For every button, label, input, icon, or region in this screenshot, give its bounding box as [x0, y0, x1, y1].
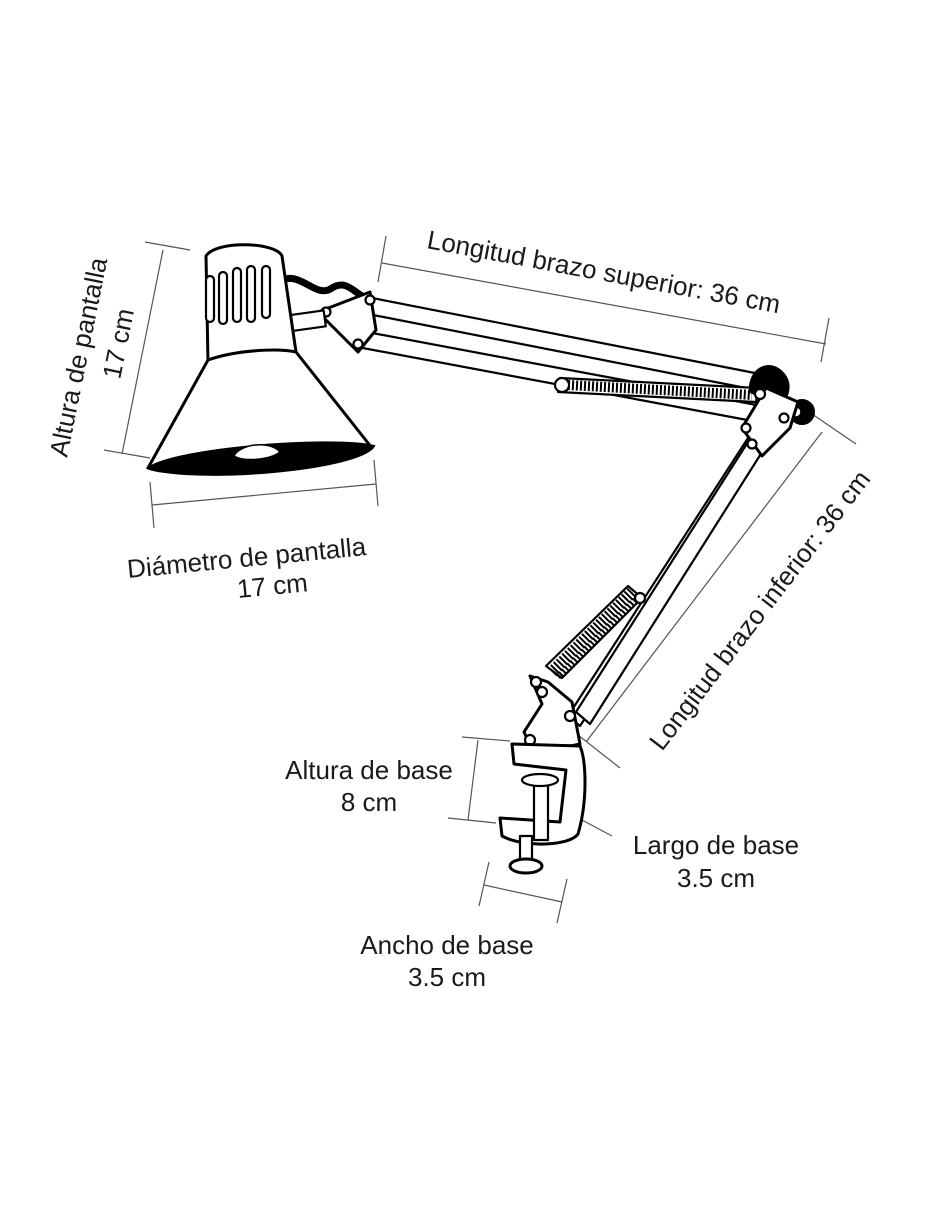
base-width-title: Ancho de base [360, 930, 533, 960]
shade-height-value: 17 cm [96, 306, 140, 381]
dimension-lines [103, 235, 857, 924]
lamp-illustration [145, 243, 815, 875]
base-width-dimension-line [483, 884, 563, 903]
base-height-dimension-line [467, 739, 479, 821]
shoulder-bracket [316, 290, 378, 354]
shade-diameter-value: 17 cm [236, 567, 309, 604]
base-height-title: Altura de base [285, 755, 453, 785]
upper-arm-length-label: Longitud brazo superior: 36 cm [425, 224, 783, 319]
base-clamp [498, 742, 587, 846]
shade-height-dimension-line [121, 249, 164, 455]
base-width-value: 3.5 cm [408, 962, 486, 992]
cable [274, 274, 366, 300]
clamp-screw-foot [508, 857, 544, 875]
upper-arm-dimension-line [381, 262, 827, 345]
lower-arm-spring [544, 584, 647, 680]
clamp-screw [532, 776, 550, 842]
shade-vents [204, 264, 272, 326]
bulb [233, 444, 282, 461]
lower-arm-front-bar [574, 418, 778, 726]
shade-diameter-dimension-line [151, 483, 377, 506]
labels: Longitud brazo superior: 36 cm Longitud … [43, 224, 876, 992]
lower-arm-length-label: Longitud brazo inferior: 36 cm [643, 465, 876, 756]
base-height-value: 8 cm [341, 787, 397, 817]
base-length-leader [581, 819, 613, 837]
base-length-value: 3.5 cm [677, 863, 755, 893]
lower-arm-dimension-line [585, 431, 823, 743]
base-length-title: Largo de base [633, 830, 799, 860]
